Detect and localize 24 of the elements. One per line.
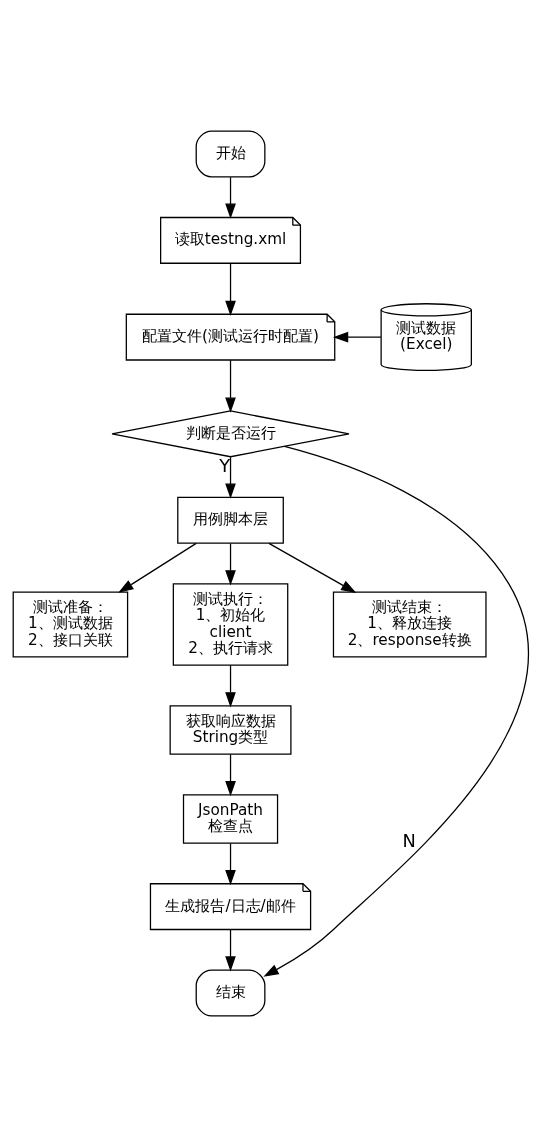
node-box: 测试结束： 1、释放连接 2、response转换 xyxy=(332,590,487,658)
arrow xyxy=(225,842,236,885)
arrow xyxy=(225,928,236,971)
arrow xyxy=(268,542,357,593)
arrow xyxy=(225,456,236,499)
arrow xyxy=(225,359,236,413)
arrow xyxy=(263,445,530,977)
node-box: 用例脚本层 xyxy=(177,496,284,544)
node-box: 测试执行： 1、初始化 client 2、执行请求 xyxy=(172,582,289,666)
arrow xyxy=(225,542,236,585)
arrow xyxy=(225,262,236,316)
node-box: 获取响应数据 String类型 xyxy=(169,704,292,755)
node-box: 开始 xyxy=(195,129,266,177)
arrow xyxy=(225,664,236,707)
node-box: 结束 xyxy=(195,969,266,1017)
node-diamond: 判断是否运行 xyxy=(111,409,350,457)
edge-label: N xyxy=(402,829,416,851)
arrow xyxy=(332,331,382,342)
edge-label: Y xyxy=(219,454,231,476)
arrow xyxy=(225,176,236,219)
arrow xyxy=(225,753,236,796)
node-box: 测试准备： 1、测试数据 2、接口关联 xyxy=(12,590,129,658)
arrow xyxy=(118,542,197,593)
node-box: JsonPath 检查点 xyxy=(182,793,279,844)
